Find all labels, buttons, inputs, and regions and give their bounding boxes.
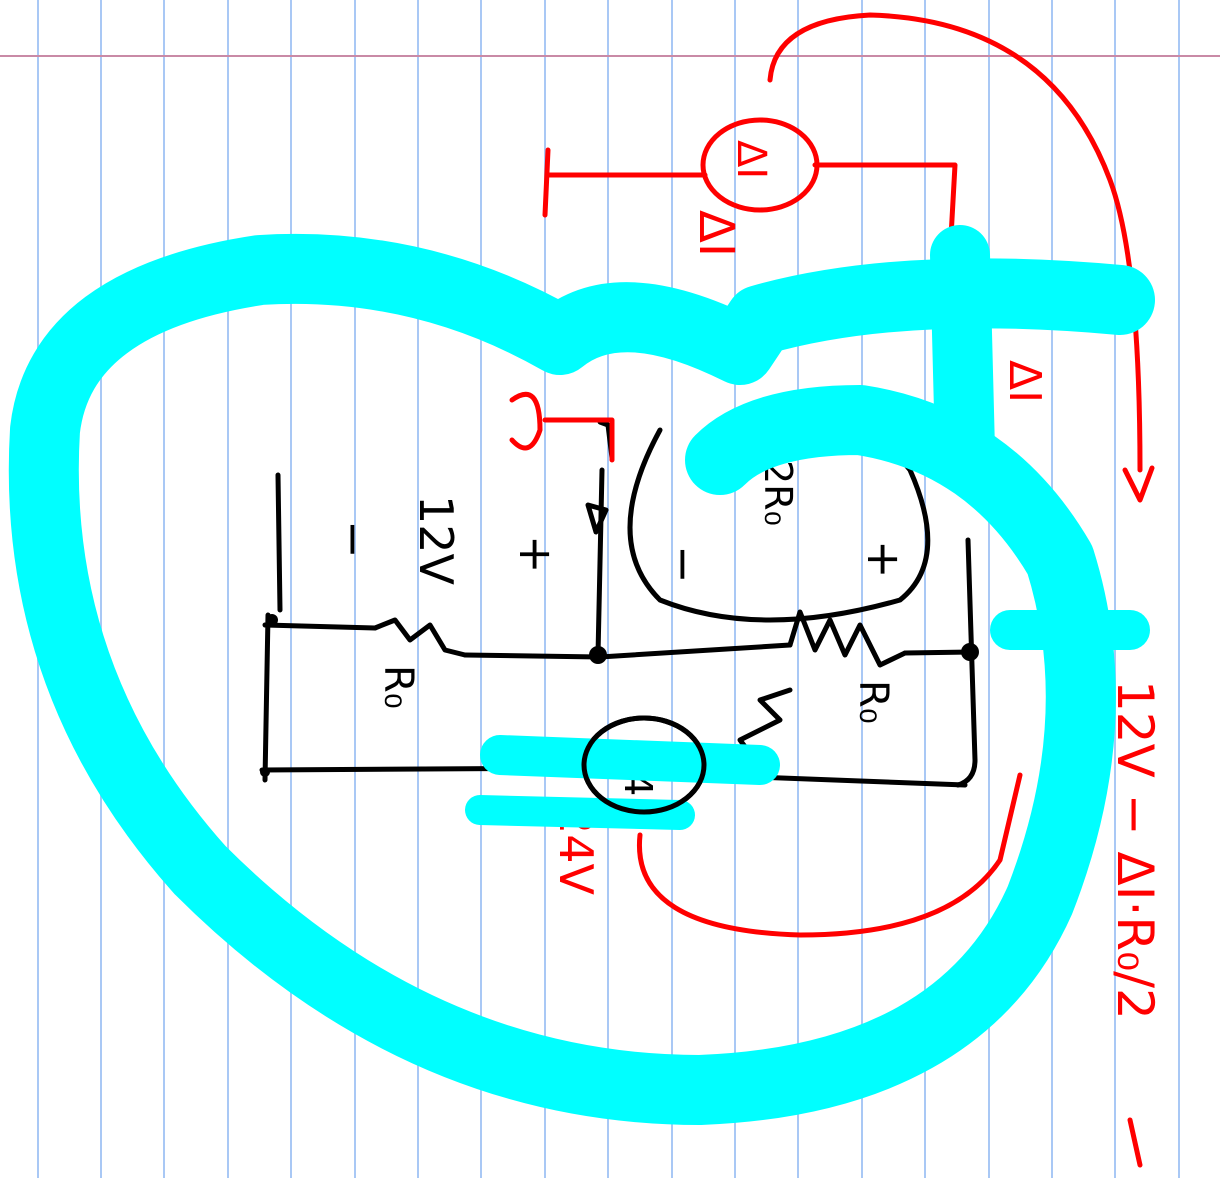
resistor-right [787, 609, 908, 668]
label-delta-i-right: ΔI [999, 360, 1050, 403]
label-plus-left: + [509, 535, 563, 574]
label-minus-left: − [327, 520, 381, 559]
label-delta-i-top: ΔI [688, 210, 744, 257]
label-12v: 12V [409, 495, 463, 586]
terminal-dots [260, 614, 979, 777]
highlighter-loop [8, 225, 1155, 1125]
label-plus-right: + [857, 540, 911, 579]
resistor-left [372, 617, 468, 658]
circuit-wiring [259, 407, 978, 788]
label-delta-i-symbol: ΔI [728, 140, 774, 179]
label-equation: 12V − ΔI·R₀/2 [1106, 680, 1164, 1020]
label-r0-right: R₀ [850, 680, 896, 724]
voltage-source-outline [581, 715, 707, 815]
label-r0-left: R₀ [375, 665, 421, 709]
label-minus-right: − [657, 545, 711, 584]
